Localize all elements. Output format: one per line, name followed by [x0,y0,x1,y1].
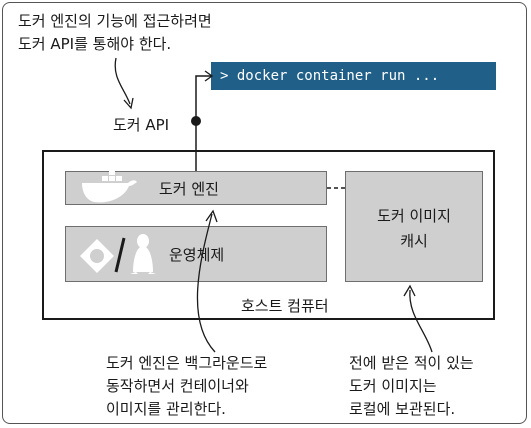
engine-note-arrow [196,213,216,353]
cache-note-line: 전에 받은 적이 있는 [349,354,474,372]
docker-whale-icon [82,170,137,203]
top-note-arrowhead [123,97,134,110]
engine-note: 도커 엔진은 백그라운드로 동작하면서 컨테이너와 이미지를 관리한다. [106,352,267,421]
command-line: > docker container run ... [211,62,496,90]
lifebuoy-icon [80,239,114,273]
top-note-arrow [114,57,131,105]
image-cache-box [345,171,483,282]
engine-note-line: 도커 엔진은 백그라운드로 [106,354,268,372]
host-label: 호스트 컴퓨터 [241,297,329,315]
os-divider-slash [114,237,126,273]
outer-frame [2,2,527,424]
engine-note-line: 동작하면서 컨테이너와 [106,377,249,395]
cache-note: 전에 받은 적이 있는 도커 이미지는 로컬에 보관된다. [349,352,474,421]
engine-note-arrowhead [205,209,218,223]
engine-note-line: 이미지를 관리한다. [106,400,226,418]
cache-label-line: 캐시 [400,232,428,250]
api-label: 도커 API [113,116,170,134]
engine-label: 도커 엔진 [159,180,219,198]
top-note-line: 도커 API를 통해야 한다. [18,35,172,53]
top-note: 도커 엔진의 기능에 접근하려면 도커 API를 통해야 한다. [18,10,212,56]
api-endpoint [191,116,201,126]
penguin-icon [130,234,156,274]
command-connector [195,75,211,118]
cache-note-line: 도커 이미지는 [349,377,437,395]
host-computer-box [42,150,495,320]
cache-label-line: 도커 이미지 [377,207,451,225]
cache-note-arrowhead [403,284,416,297]
command-arrowhead [204,70,214,82]
cache-note-arrow [409,289,433,353]
top-note-line: 도커 엔진의 기능에 접근하려면 [18,12,212,30]
os-label: 운영체제 [169,246,225,264]
cache-label: 도커 이미지 캐시 [345,204,483,254]
cache-note-line: 로컬에 보관된다. [349,400,456,418]
